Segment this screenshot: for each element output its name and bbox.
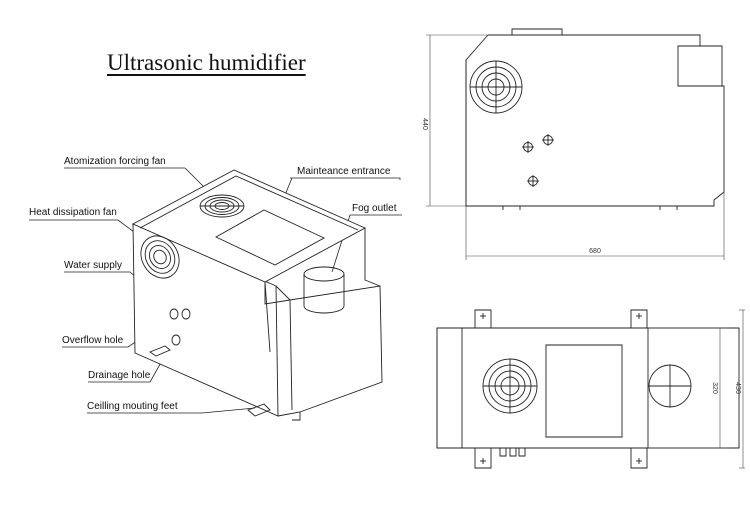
dimension-height	[426, 35, 488, 206]
label-fog-outlet: Fog outlet	[352, 203, 397, 214]
side-view-holes	[522, 134, 554, 187]
top-view-fog-outlet-icon	[649, 365, 691, 407]
heat-dissipation-fan-icon	[140, 235, 180, 279]
atomization-fan-icon	[199, 194, 245, 218]
dimension-length	[466, 192, 724, 260]
label-ceiling-mounting-feet: Ceilling mouting feet	[87, 401, 178, 412]
side-view-fan-icon	[470, 61, 522, 113]
top-view-fan-icon	[483, 359, 537, 413]
label-water-supply: Water supply	[64, 260, 122, 271]
label-atomization-fan: Atomization forcing fan	[64, 156, 166, 167]
dimension-inner-width-text: 320	[711, 382, 718, 394]
dimension-height-text: 440	[421, 118, 428, 130]
label-overflow-hole: Overflow hole	[62, 335, 124, 346]
label-drainage-hole: Drainage hole	[88, 370, 151, 381]
diagram-title: Ultrasonic humidifier	[107, 50, 306, 75]
dimension-outer-width-text: 430	[734, 382, 741, 394]
label-maintenance-entrance: Mainteance entrance	[297, 166, 391, 177]
top-view	[437, 310, 745, 468]
side-view	[426, 29, 724, 260]
pipe-fittings	[169, 308, 191, 346]
label-heat-dissipation-fan: Heat dissipation fan	[29, 207, 117, 218]
isometric-humidifier	[133, 170, 382, 420]
fog-outlet-icon	[303, 266, 345, 313]
dimension-widths	[648, 310, 745, 468]
mounting-feet	[150, 346, 270, 416]
dimension-length-text: 680	[589, 248, 601, 255]
